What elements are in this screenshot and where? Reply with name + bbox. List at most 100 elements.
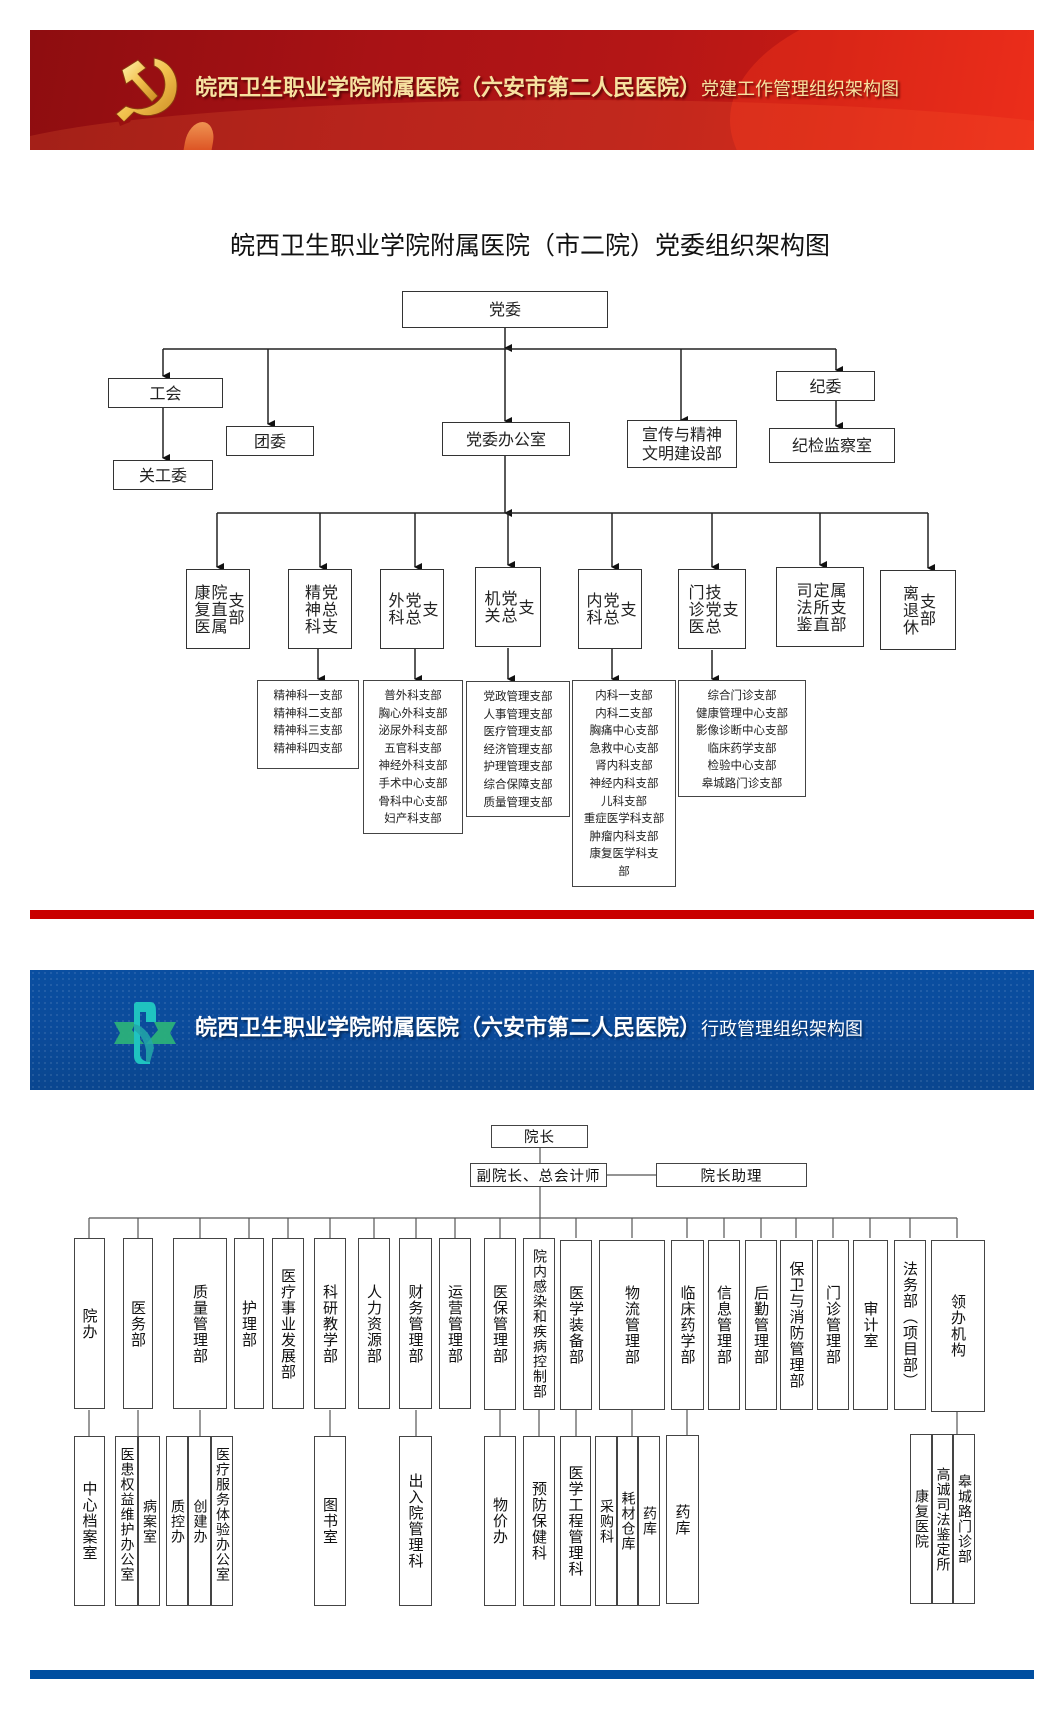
sub-branch-item: 皋城路门诊支部	[701, 775, 783, 790]
sub-branch-item: 手术中心支部	[378, 775, 448, 790]
party-banner: 皖西卫生职业学院附属医院（六安市第二人民医院）党建工作管理组织架构图	[30, 30, 1034, 150]
node-label: 院长助理	[700, 1168, 763, 1185]
sub-branch-item: 神经内科支部	[589, 775, 659, 790]
sub-branch-item: 普外科支部	[384, 688, 442, 702]
node-label: 党委	[488, 300, 521, 319]
union-node: 工会	[108, 378, 223, 408]
sub-branch-item: 影像诊断中心支部	[696, 723, 788, 738]
node-label: 领办机构	[949, 1294, 967, 1358]
department-node: 医保管理部	[484, 1238, 516, 1410]
sub-branch-item: 肿瘤内科支部	[589, 828, 659, 843]
node-label: 中心档案室	[80, 1481, 99, 1561]
party-branch-node: 离退休支部	[880, 570, 956, 650]
elder-care-committee-node: 关工委	[113, 460, 213, 490]
node-label: 物流管理部	[623, 1285, 641, 1365]
node-label: 宣传与精神文明建设部	[642, 425, 723, 463]
party-branch-node: 门诊医技党总支	[678, 569, 746, 649]
node-label: 司法鉴定所直属支部	[793, 581, 847, 633]
sub-branch-item: 胸心外科支部	[378, 705, 448, 720]
sub-branch-item: 急救中心支部	[589, 740, 659, 755]
node-label: 副院长、总会计师	[476, 1168, 601, 1185]
node-label: 院长	[524, 1130, 555, 1146]
party-emblem-icon	[115, 57, 178, 126]
banner-flag-decoration	[730, 30, 1034, 150]
sub-branch-item: 质量管理支部	[483, 794, 553, 809]
node-label: 门诊管理部	[824, 1285, 842, 1365]
sub-unit-node: 出入院管理科	[399, 1436, 432, 1606]
banner-title-suffix: 行政管理组织架构图	[701, 1019, 864, 1040]
node-label: 纪委	[809, 376, 842, 396]
node-label: 病案室	[141, 1498, 157, 1544]
party-committee-node: 党委	[402, 291, 608, 328]
node-label: 运营管理部	[446, 1283, 464, 1364]
party-branch-node: 司法鉴定所直属支部	[776, 567, 864, 647]
sub-branch-list-outpatient: 综合门诊支部 健康管理中心支部 影像诊断中心支部 临床药学支部 检验中心支部 皋…	[678, 680, 806, 797]
sub-branch-item: 人事管理支部	[483, 706, 553, 721]
sub-branch-item: 临床药学支部	[707, 740, 777, 755]
node-label: 信息管理部	[715, 1285, 733, 1365]
section-divider-red	[30, 910, 1034, 919]
banner-title-main: 皖西卫生职业学院附属医院（六安市第二人民医院）	[195, 1016, 702, 1041]
youth-league-node: 团委	[226, 426, 314, 456]
sub-unit-node: 药库	[666, 1435, 699, 1604]
party-office-node: 党委办公室	[442, 422, 570, 456]
department-node: 院内感染和疾病控制部	[523, 1238, 555, 1410]
node-label: 临床药学部	[678, 1285, 697, 1365]
node-label: 皋城路门诊部	[956, 1474, 972, 1564]
node-label: 出入院管理科	[406, 1473, 425, 1569]
node-label: 质控办	[169, 1498, 185, 1544]
department-node: 科研教学部	[314, 1238, 346, 1409]
node-label: 党委办公室	[465, 429, 546, 449]
department-node: 审计室	[853, 1240, 888, 1410]
sub-branch-list-administration: 党政管理支部 人事管理支部 医疗管理支部 经济管理支部 护理管理支部 综合保障支…	[466, 681, 570, 817]
sub-branch-item: 精神科四支部	[273, 740, 343, 755]
sub-branch-item: 精神科三支部	[273, 723, 343, 738]
banner-dot-pattern	[30, 970, 1034, 1090]
party-branch-node: 机关党总支	[475, 567, 541, 647]
sub-branch-item: 泌尿外科支部	[378, 723, 448, 738]
party-banner-title: 皖西卫生职业学院附属医院（六安市第二人民医院）党建工作管理组织架构图	[195, 70, 899, 102]
department-node: 医务部	[123, 1238, 153, 1409]
node-label: 医学工程管理科	[566, 1465, 585, 1577]
sub-branch-item: 护理管理支部	[483, 759, 553, 774]
sub-unit-node: 物价办	[484, 1436, 516, 1606]
sub-branch-list-surgery: 普外科支部 胸心外科支部 泌尿外科支部 五官科支部 神经外科支部 手术中心支部 …	[363, 680, 463, 834]
sub-branch-list-psychiatry: 精神科一支部 精神科二支部 精神科三支部 精神科四支部	[257, 680, 359, 769]
department-node: 后勤管理部	[745, 1240, 777, 1410]
sub-branch-item: 精神科二支部	[273, 705, 343, 720]
discipline-committee-node: 纪委	[776, 371, 875, 401]
node-label: 保卫与消防管理部	[787, 1261, 806, 1389]
sub-unit-node: 耗材仓库	[617, 1436, 638, 1606]
node-label: 人力资源部	[365, 1283, 383, 1364]
sub-branch-item: 妇产科支部	[384, 811, 442, 826]
node-label: 物价办	[491, 1497, 509, 1545]
department-node: 临床药学部	[671, 1240, 704, 1410]
sub-branch-item: 骨科中心支部	[378, 793, 448, 808]
sub-unit-node: 康复医院	[910, 1434, 932, 1604]
node-label: 采购科	[598, 1498, 614, 1544]
node-label: 质量管理部	[191, 1283, 209, 1364]
node-label: 财务管理部	[406, 1283, 425, 1364]
node-label: 团委	[253, 431, 286, 451]
node-label: 机关党总支	[481, 590, 535, 624]
department-node: 运营管理部	[439, 1238, 471, 1409]
node-label: 外科党总支	[385, 592, 439, 626]
party-chart-title: 皖西卫生职业学院附属医院（市二院）党委组织架构图	[229, 231, 830, 260]
sub-branch-item: 重症医学科支部	[583, 811, 665, 826]
sub-branch-item: 部	[618, 863, 630, 878]
party-branch-node: 内科党总支	[578, 569, 642, 649]
sub-branch-item: 精神科一支部	[273, 688, 343, 702]
node-label: 科研教学部	[321, 1283, 339, 1364]
medical-cross-icon	[114, 1002, 176, 1064]
node-label: 医疗事业发展部	[279, 1267, 297, 1380]
party-branch-node: 外科党总支	[380, 569, 444, 649]
node-label: 精神科党总支	[302, 583, 338, 635]
sub-branch-item: 内科一支部	[595, 688, 653, 702]
sub-unit-node: 医疗服务体验办公室	[211, 1436, 233, 1606]
sub-unit-node: 预防保健科	[523, 1436, 555, 1606]
node-label: 审计室	[861, 1301, 880, 1349]
node-label: 医患权益维护办公室	[118, 1447, 135, 1582]
section-divider-blue	[30, 1670, 1034, 1679]
sub-branch-item: 胸痛中心支部	[589, 723, 659, 738]
vice-president-node: 副院长、总会计师	[470, 1163, 607, 1187]
